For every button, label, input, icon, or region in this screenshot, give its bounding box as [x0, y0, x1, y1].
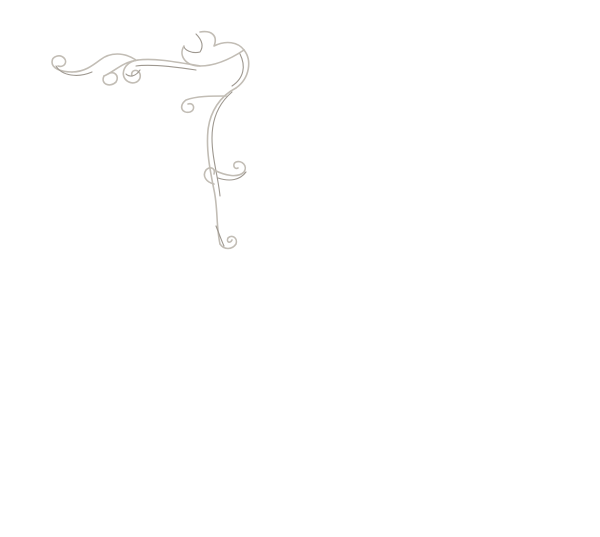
corner-flourish-icon: [51, 30, 250, 250]
page-canvas: [51, 30, 250, 250]
